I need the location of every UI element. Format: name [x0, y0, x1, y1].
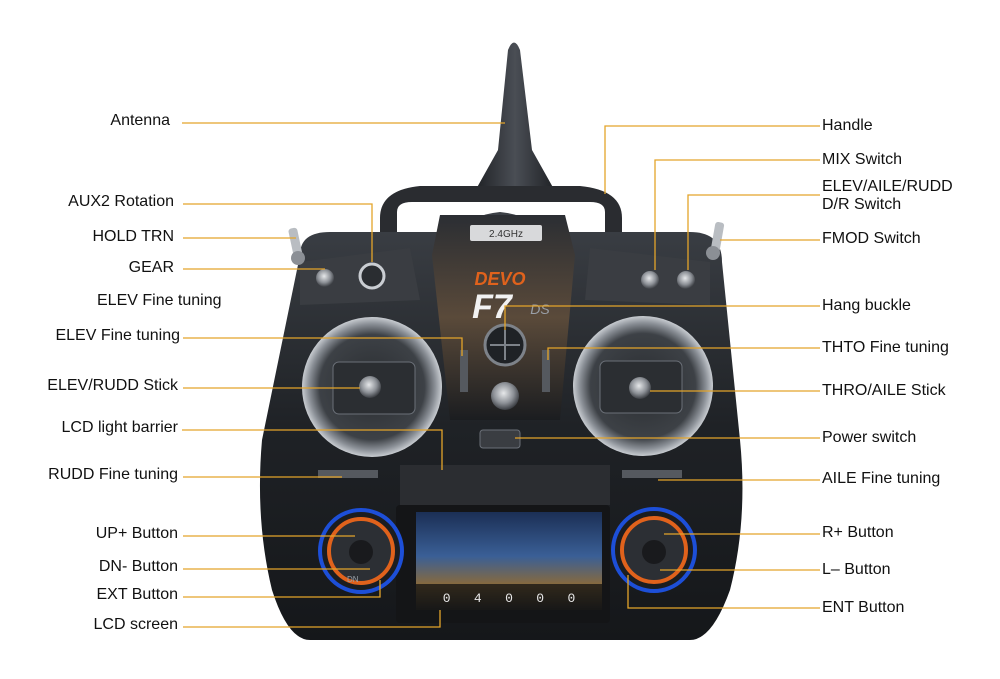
label-thro-aile-stick: THRO/AILE Stick	[822, 382, 946, 399]
label-elev-fine-tuning-2: ELEV Fine tuning	[55, 327, 180, 344]
lcd-readout-bar	[416, 584, 602, 610]
label-gear: GEAR	[128, 259, 174, 276]
label-thto-fine-tuning: THTO Fine tuning	[822, 339, 949, 356]
leader-ent	[627, 575, 820, 609]
right-pad-center	[642, 540, 666, 564]
right-stick	[629, 377, 651, 399]
hold-trn-base	[291, 251, 305, 265]
label-dr-switch-line2: D/R Switch	[822, 196, 902, 213]
label-dr-switch: ELEV/AILE/RUDD D/R Switch	[822, 178, 953, 214]
leader-dr	[687, 194, 820, 270]
leader-handle	[604, 125, 820, 194]
dr-switch	[677, 271, 695, 289]
lcd-light-barrier	[400, 465, 610, 505]
label-elev-rudd-stick: ELEV/RUDD Stick	[47, 377, 178, 394]
left-stick	[359, 376, 381, 398]
leader-lcd-screen	[183, 610, 441, 628]
lcd-readout: 0 4 0 0 0	[443, 591, 576, 606]
handle-shape	[380, 186, 622, 235]
label-handle: Handle	[822, 117, 873, 134]
label-power-switch: Power switch	[822, 429, 917, 446]
elev-trim-left	[460, 350, 468, 392]
power-switch	[479, 429, 521, 449]
aux2-knob	[358, 262, 386, 290]
thto-trim-right	[542, 350, 550, 392]
leader-mix	[654, 159, 820, 270]
label-dr-switch-line1: ELEV/AILE/RUDD	[822, 178, 953, 195]
label-l-button: L– Button	[822, 561, 891, 578]
left-pad-center	[349, 540, 373, 564]
model-name: F7	[472, 288, 514, 326]
label-up-button: UP+ Button	[95, 525, 178, 542]
label-ext-button: EXT Button	[96, 586, 178, 603]
label-lcd-screen: LCD screen	[93, 616, 178, 633]
mix-switch	[641, 271, 659, 289]
band-badge-bg	[470, 225, 542, 241]
hang-buckle-cross	[490, 330, 520, 360]
aile-trim	[622, 470, 682, 478]
label-lcd-light-barrier: LCD light barrier	[61, 419, 178, 436]
hold-trn-switch	[288, 227, 303, 258]
label-hold-trn: HOLD TRN	[92, 228, 175, 245]
label-dn-button: DN- Button	[98, 558, 178, 575]
brand-logo: DEVO	[474, 269, 525, 289]
label-ent-button: ENT Button	[822, 599, 905, 616]
label-mix-switch: MIX Switch	[822, 151, 903, 168]
model-suffix: DS	[530, 301, 550, 317]
leader-elev-fine	[183, 337, 463, 356]
leader-thto	[547, 347, 820, 360]
center-knob	[491, 382, 519, 410]
left-pad-label: DN	[347, 575, 359, 584]
antenna-shape	[470, 42, 560, 200]
leader-aux2	[183, 203, 373, 262]
label-fmod-switch: FMOD Switch	[822, 230, 921, 247]
leader-ext	[183, 580, 381, 598]
leader-hang	[504, 305, 820, 330]
leader-lines	[182, 122, 820, 628]
label-aux2-rotation: AUX2 Rotation	[68, 193, 174, 210]
fmod-base	[706, 246, 720, 260]
gear-switch	[316, 269, 334, 287]
leader-lcd-light	[182, 429, 443, 470]
label-rudd-fine-tuning: RUDD Fine tuning	[48, 466, 178, 483]
label-r-button: R+ Button	[822, 524, 894, 541]
label-elev-fine-tuning-1: ELEV Fine tuning	[97, 292, 222, 309]
rudd-trim	[318, 470, 378, 478]
label-aile-fine-tuning: AILE Fine tuning	[822, 470, 941, 487]
label-hang-buckle: Hang buckle	[822, 297, 911, 314]
fmod-switch	[710, 222, 725, 253]
label-antenna: Antenna	[110, 112, 170, 129]
band-badge-text: 2.4GHz	[489, 229, 523, 240]
